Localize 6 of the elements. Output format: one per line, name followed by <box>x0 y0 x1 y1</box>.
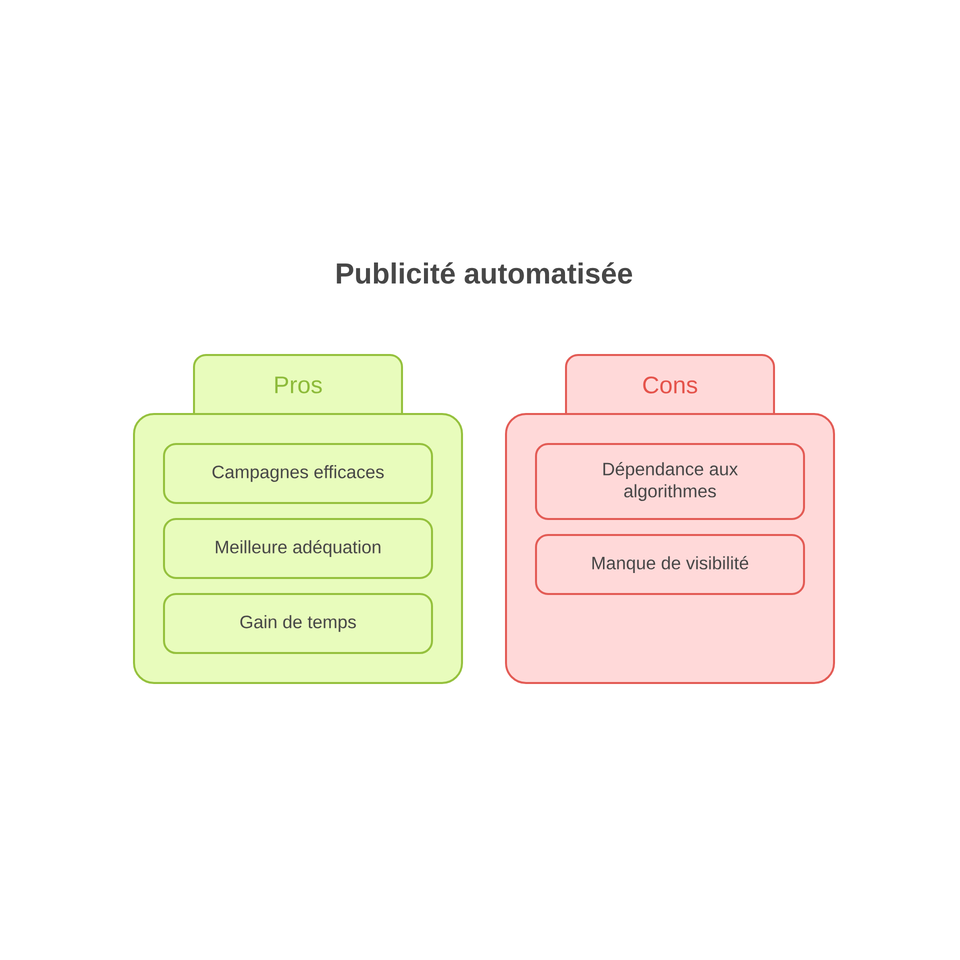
item-box: Manque de visibilité <box>535 534 806 595</box>
title: Publicité automatisée <box>336 262 632 284</box>
item-box: Gain de temps <box>163 593 433 654</box>
item-box: Campagnes efficaces <box>163 443 433 504</box>
item-box: Meilleure adéquation <box>163 518 433 579</box>
item-box: Dépendance aux algorithmes <box>535 443 806 520</box>
